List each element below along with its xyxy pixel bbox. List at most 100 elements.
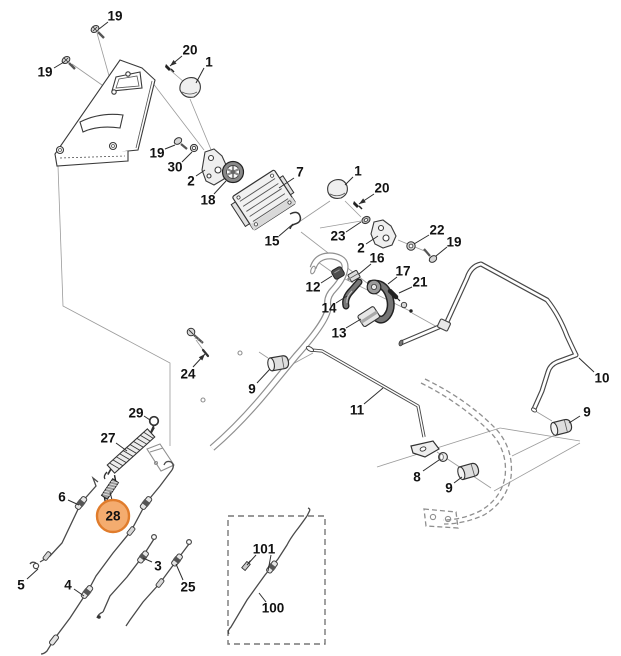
part-callout-29[interactable]: 29 <box>128 406 151 421</box>
part-number-label[interactable]: 23 <box>330 229 346 244</box>
part-callout-13[interactable]: 13 <box>331 318 362 341</box>
bracket-13 <box>357 306 381 327</box>
part-number-label[interactable]: 16 <box>369 251 385 266</box>
leader-line <box>267 554 272 572</box>
part-number-label[interactable]: 1 <box>205 55 213 70</box>
part-callout-9[interactable]: 9 <box>445 476 463 496</box>
part-number-label[interactable]: 19 <box>37 65 52 80</box>
leader-line <box>398 286 413 294</box>
housing-7 <box>230 169 296 231</box>
part-number-label[interactable]: 24 <box>180 367 196 382</box>
part-number-label[interactable]: 6 <box>58 490 66 505</box>
part-callout-10[interactable]: 10 <box>578 357 610 386</box>
part-number-label[interactable]: 27 <box>100 431 115 446</box>
part-callout-101[interactable]: 101 <box>246 542 276 572</box>
part-callout-2[interactable]: 2 <box>357 235 379 256</box>
part-callout-20[interactable]: 20 <box>169 43 198 67</box>
part-number-label[interactable]: 12 <box>305 280 320 295</box>
part-callout-8[interactable]: 8 <box>413 459 440 485</box>
clevis-16 <box>347 269 361 283</box>
part-callout-30[interactable]: 30 <box>167 151 193 175</box>
lever-14 <box>342 278 363 310</box>
part-number-label[interactable]: 28 <box>105 509 121 524</box>
part-callout-100[interactable]: 100 <box>258 592 285 616</box>
bushing-9-right <box>550 418 573 436</box>
bracket-2-left <box>201 148 228 186</box>
part-callout-11[interactable]: 11 <box>350 387 384 418</box>
part-number-label[interactable]: 19 <box>446 235 461 250</box>
part-number-label[interactable]: 19 <box>107 9 122 24</box>
part-number-label[interactable]: 14 <box>321 301 337 316</box>
part-callout-24[interactable]: 24 <box>180 353 206 382</box>
part-number-label[interactable]: 25 <box>180 580 196 595</box>
leader-line <box>109 491 113 501</box>
pin-screw-20-right <box>353 201 363 210</box>
part-number-label[interactable]: 11 <box>350 403 365 418</box>
cable-3 <box>96 533 158 619</box>
part-number-label[interactable]: 5 <box>17 578 25 593</box>
part-callout-6[interactable]: 6 <box>58 490 80 506</box>
part-number-label[interactable]: 20 <box>182 43 197 58</box>
leader-arrowhead <box>170 59 177 66</box>
leader-line <box>164 144 176 150</box>
part-callout-21[interactable]: 21 <box>398 275 428 294</box>
part-callout-12[interactable]: 12 <box>305 275 333 295</box>
part-callout-27[interactable]: 27 <box>100 431 128 452</box>
part-number-label[interactable]: 8 <box>413 470 421 485</box>
part-number-label[interactable]: 18 <box>200 193 216 208</box>
part-callout-25[interactable]: 25 <box>175 563 196 595</box>
part-number-label[interactable]: 29 <box>128 406 143 421</box>
part-number-label[interactable]: 101 <box>253 542 276 557</box>
part-callout-28[interactable]: 28 <box>95 491 131 534</box>
part-callout-19[interactable]: 19 <box>149 144 176 161</box>
bushing-9-bottom <box>457 462 480 481</box>
selected-part-highlight[interactable] <box>95 498 131 534</box>
part-number-label[interactable]: 100 <box>262 601 285 616</box>
part-number-label[interactable]: 2 <box>187 174 195 189</box>
part-number-label[interactable]: 15 <box>264 234 280 249</box>
part-callout-4[interactable]: 4 <box>64 578 85 597</box>
part-number-label[interactable]: 17 <box>395 264 410 279</box>
part-callout-7[interactable]: 7 <box>278 165 304 189</box>
part-number-label[interactable]: 9 <box>445 481 453 496</box>
part-callout-5[interactable]: 5 <box>17 568 39 593</box>
part-callout-15[interactable]: 15 <box>264 223 294 249</box>
part-number-label[interactable]: 30 <box>167 160 182 175</box>
part-number-label[interactable]: 9 <box>248 382 256 397</box>
part-number-label[interactable]: 7 <box>296 165 304 180</box>
leader-line <box>387 276 398 285</box>
part-number-label[interactable]: 1 <box>354 164 362 179</box>
part-callout-20[interactable]: 20 <box>358 181 390 205</box>
pin-8 <box>438 452 448 462</box>
part-callout-1[interactable]: 1 <box>195 55 213 84</box>
part-number-label[interactable]: 13 <box>331 326 347 341</box>
part-callout-14[interactable]: 14 <box>321 295 348 316</box>
tube-end-sleeve <box>146 443 175 472</box>
part-callout-19[interactable]: 19 <box>98 9 123 30</box>
part-number-label[interactable]: 21 <box>412 275 428 290</box>
part-number-label[interactable]: 4 <box>64 578 72 593</box>
pin-screw-20-top <box>165 64 175 73</box>
part-callout-22[interactable]: 22 <box>413 223 445 245</box>
part-number-label[interactable]: 2 <box>357 241 365 256</box>
part-number-label[interactable]: 19 <box>149 146 164 161</box>
part-callout-9[interactable]: 9 <box>248 368 271 397</box>
part-callout-19[interactable]: 19 <box>435 235 462 257</box>
part-callout-2[interactable]: 2 <box>187 169 206 189</box>
leader-line <box>246 554 257 566</box>
part-callout-17[interactable]: 17 <box>387 264 411 285</box>
part-callout-19[interactable]: 19 <box>37 61 65 80</box>
part-number-label[interactable]: 3 <box>154 559 162 574</box>
part-number-label[interactable]: 22 <box>429 223 444 238</box>
part-number-label[interactable]: 9 <box>583 405 591 420</box>
part-number-label[interactable]: 10 <box>594 371 609 386</box>
part-number-label[interactable]: 20 <box>374 181 389 196</box>
part-callout-16[interactable]: 16 <box>358 251 385 275</box>
washer-22 <box>406 241 416 251</box>
part-callout-3[interactable]: 3 <box>142 557 162 574</box>
cap-1-right <box>327 179 348 199</box>
part-callout-23[interactable]: 23 <box>330 221 362 244</box>
part-callout-1[interactable]: 1 <box>344 164 362 186</box>
part-callout-9[interactable]: 9 <box>568 405 591 424</box>
part-callout-18[interactable]: 18 <box>200 180 227 208</box>
